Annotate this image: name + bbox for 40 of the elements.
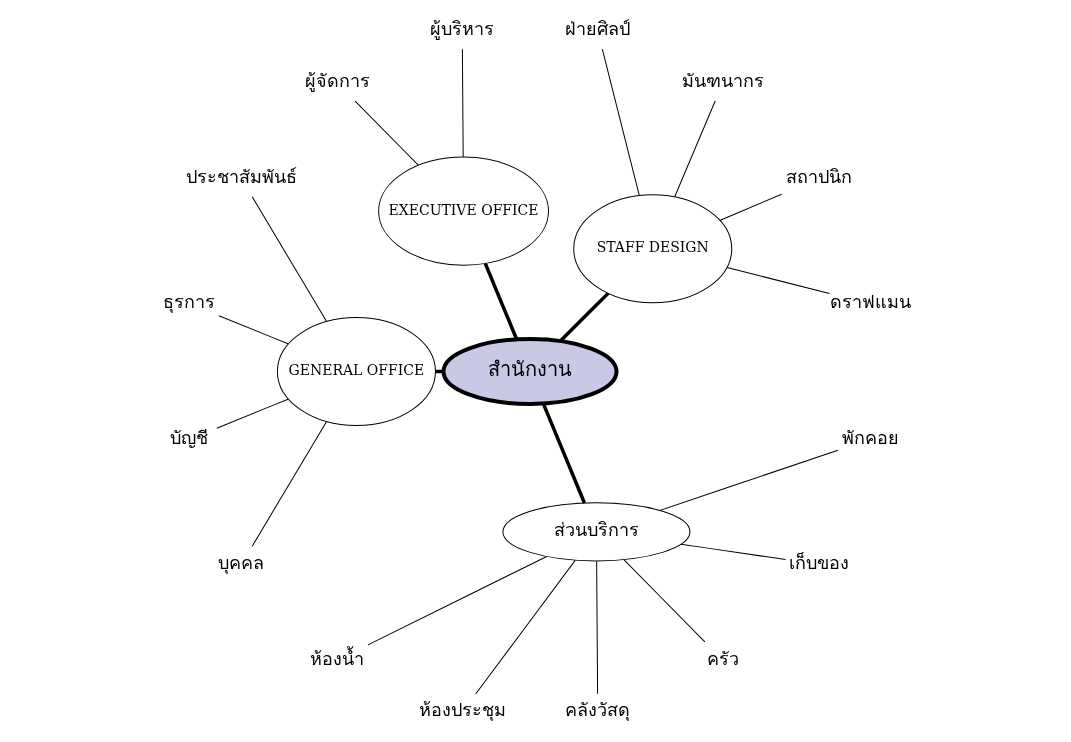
connector (251, 420, 327, 547)
connector (541, 402, 586, 504)
connector (622, 558, 705, 642)
node-text: ครัว (706, 647, 739, 669)
node-ellipse: ส่วนบริการ (501, 501, 690, 561)
connector (680, 543, 786, 560)
node-text: สถาปนิก (785, 165, 852, 187)
node-ellipse: สำนักงาน (440, 336, 619, 406)
connector (719, 193, 782, 221)
connector (601, 48, 640, 196)
node-text: ธุรการ (163, 290, 216, 312)
node-ellipse: EXECUTIVE OFFICE (377, 156, 549, 266)
node-ellipse: STAFF DESIGN (572, 193, 732, 303)
node-text: ผู้จัดการ (304, 69, 370, 91)
connector (558, 291, 609, 342)
connector (251, 195, 327, 322)
node-text: พักคอย (841, 426, 899, 448)
connector (595, 560, 598, 694)
node-text: ผู้บริหาร (429, 17, 494, 39)
connector (354, 100, 419, 166)
connector (483, 262, 518, 340)
node-text: ประชาสัมพันธ์ (185, 165, 297, 187)
node-text: มันฑนากร (681, 69, 764, 91)
connector (215, 398, 289, 429)
node-text: คลังวัสดุ (564, 698, 630, 720)
connector (217, 314, 289, 344)
node-text: ดราฟแมน (829, 290, 911, 312)
node-text: ห้องประชุม (418, 698, 506, 720)
node-text: บุคคล (217, 551, 264, 573)
node-ellipse: GENERAL OFFICE (276, 316, 436, 426)
connector (673, 100, 716, 197)
connector (474, 559, 576, 694)
node-text: ห้องน้ำ (309, 647, 364, 669)
node-text: ฝ่ายศิลป์ (564, 17, 630, 39)
node-text: บัญชี (170, 426, 209, 448)
node-text: เก็บของ (788, 551, 849, 573)
connector (659, 449, 838, 511)
connector (726, 266, 830, 294)
connector (461, 48, 464, 158)
connector (366, 555, 547, 645)
